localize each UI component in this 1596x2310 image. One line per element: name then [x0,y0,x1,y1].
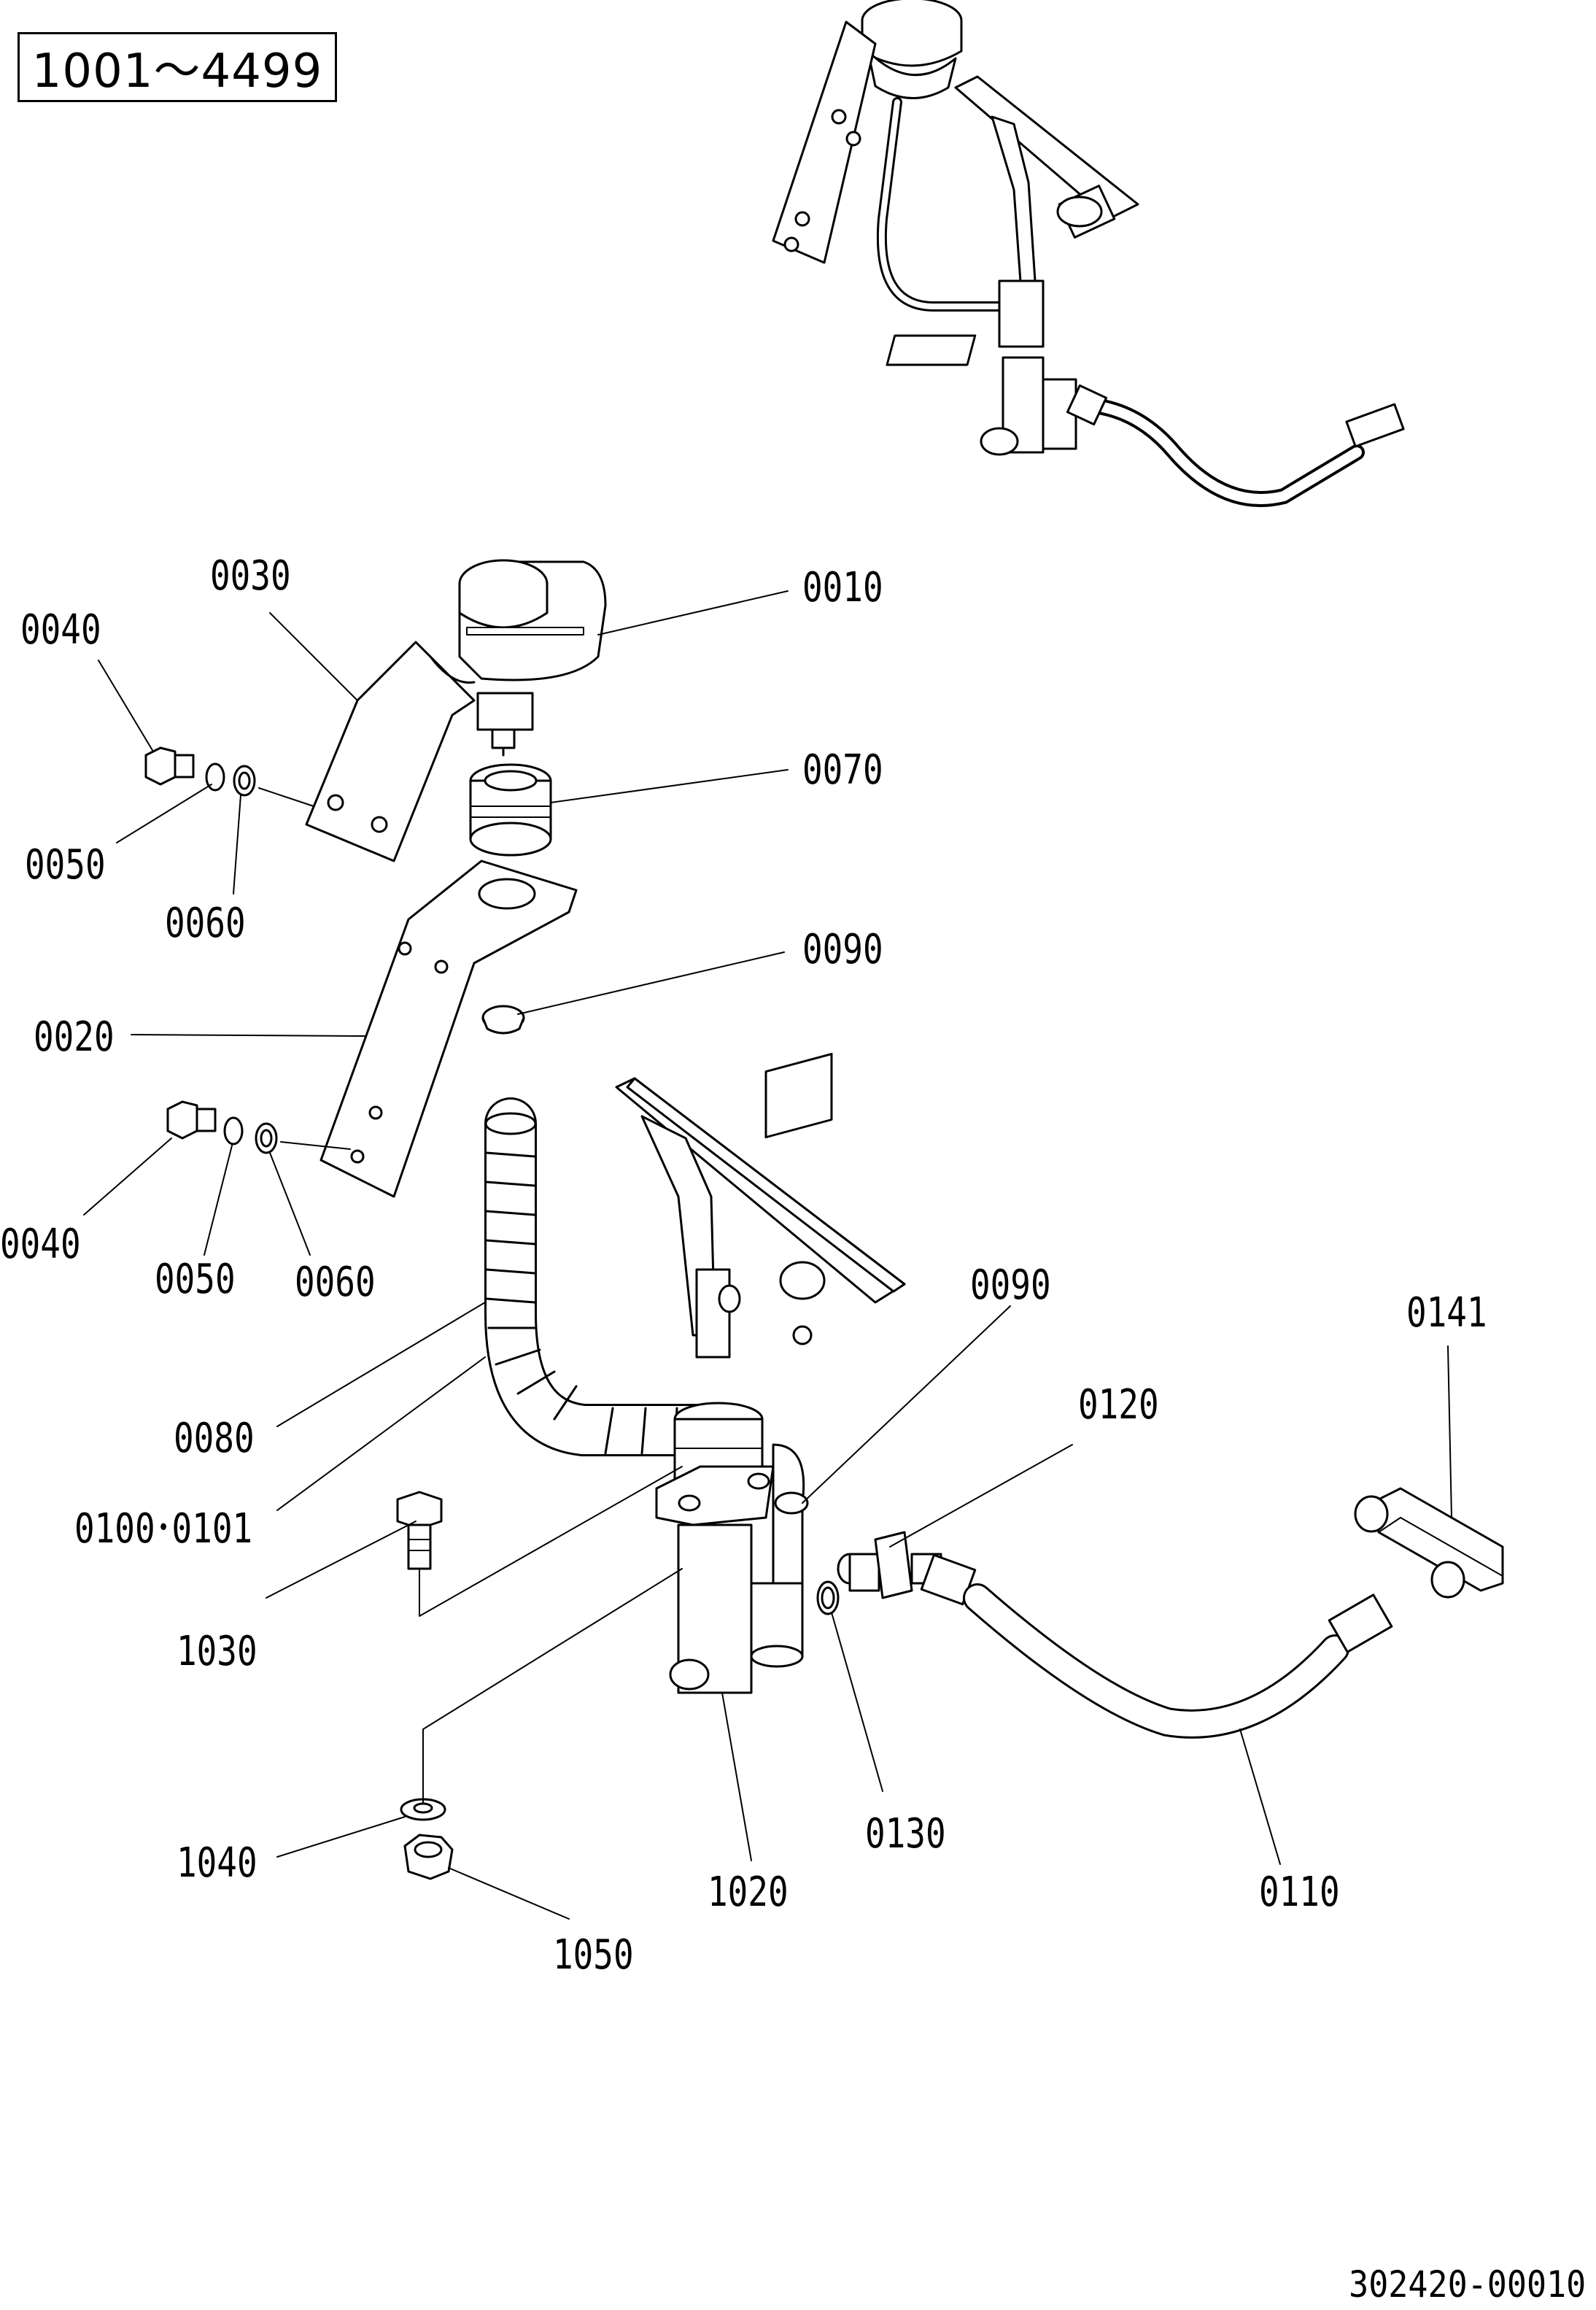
callout-1030: 1030 [177,1628,257,1675]
callout-0020: 0020 [34,1013,115,1061]
pedal-assembly [615,1052,906,1359]
overview-assembly [772,0,1405,507]
callout-0060-upper: 0060 [165,900,246,947]
callout-0030: 0030 [210,552,291,600]
bolt-set-lower [166,1100,278,1154]
bolt-set-upper [144,746,256,797]
callout-0090-upper: 0090 [802,926,883,973]
master-cylinder-1020 [655,1402,805,1694]
callout-0040-lower: 0040 [0,1221,81,1268]
callout-0040-upper: 0040 [20,606,101,654]
callout-0050-upper: 0050 [25,841,106,889]
callout-1020: 1020 [708,1869,789,1916]
adapter-0141 [1354,1487,1504,1599]
clip-0090-upper [481,1005,525,1035]
callout-1040: 1040 [177,1839,257,1887]
callout-0141: 0141 [1406,1289,1487,1337]
callout-0130: 0130 [865,1810,946,1858]
o-ring-0130 [816,1580,840,1615]
callout-0120: 0120 [1078,1381,1159,1429]
bolt-1030 [396,1491,443,1570]
hose-0080 [484,1097,727,1456]
bracket-0030 [305,641,476,862]
callout-0010: 0010 [802,564,883,611]
seal-0070 [469,763,552,857]
drawing-number: 302420-00010 [1348,2263,1586,2306]
callout-0060-lower: 0060 [295,1259,376,1306]
nut-1050 [403,1834,454,1880]
bracket-0020 [319,860,578,1198]
reservoir-0010 [458,559,607,757]
callout-0110: 0110 [1259,1869,1340,1916]
callout-0070: 0070 [802,746,883,794]
callout-0090-lower: 0090 [970,1262,1051,1309]
clip-0090-lower [774,1491,809,1515]
callout-0050-lower: 0050 [155,1256,236,1303]
callout-0080: 0080 [174,1415,255,1462]
hose-0110 [920,1553,1393,1739]
serial-range-box: 1001～4499 [18,32,337,102]
leader-lines [83,590,1452,1920]
callout-1050: 1050 [553,1931,634,1979]
callout-0100-0101: 0100･0101 [74,1505,253,1553]
